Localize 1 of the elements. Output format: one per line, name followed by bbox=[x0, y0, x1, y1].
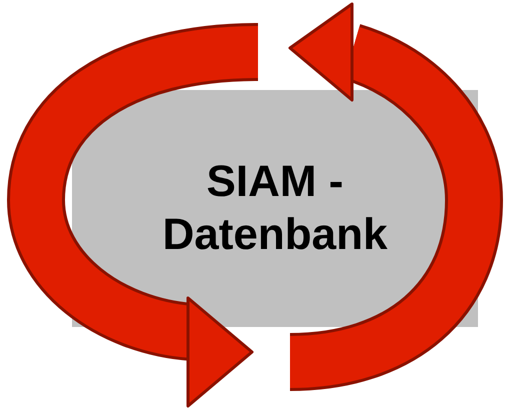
node-label: SIAM - Datenbank bbox=[162, 156, 388, 260]
